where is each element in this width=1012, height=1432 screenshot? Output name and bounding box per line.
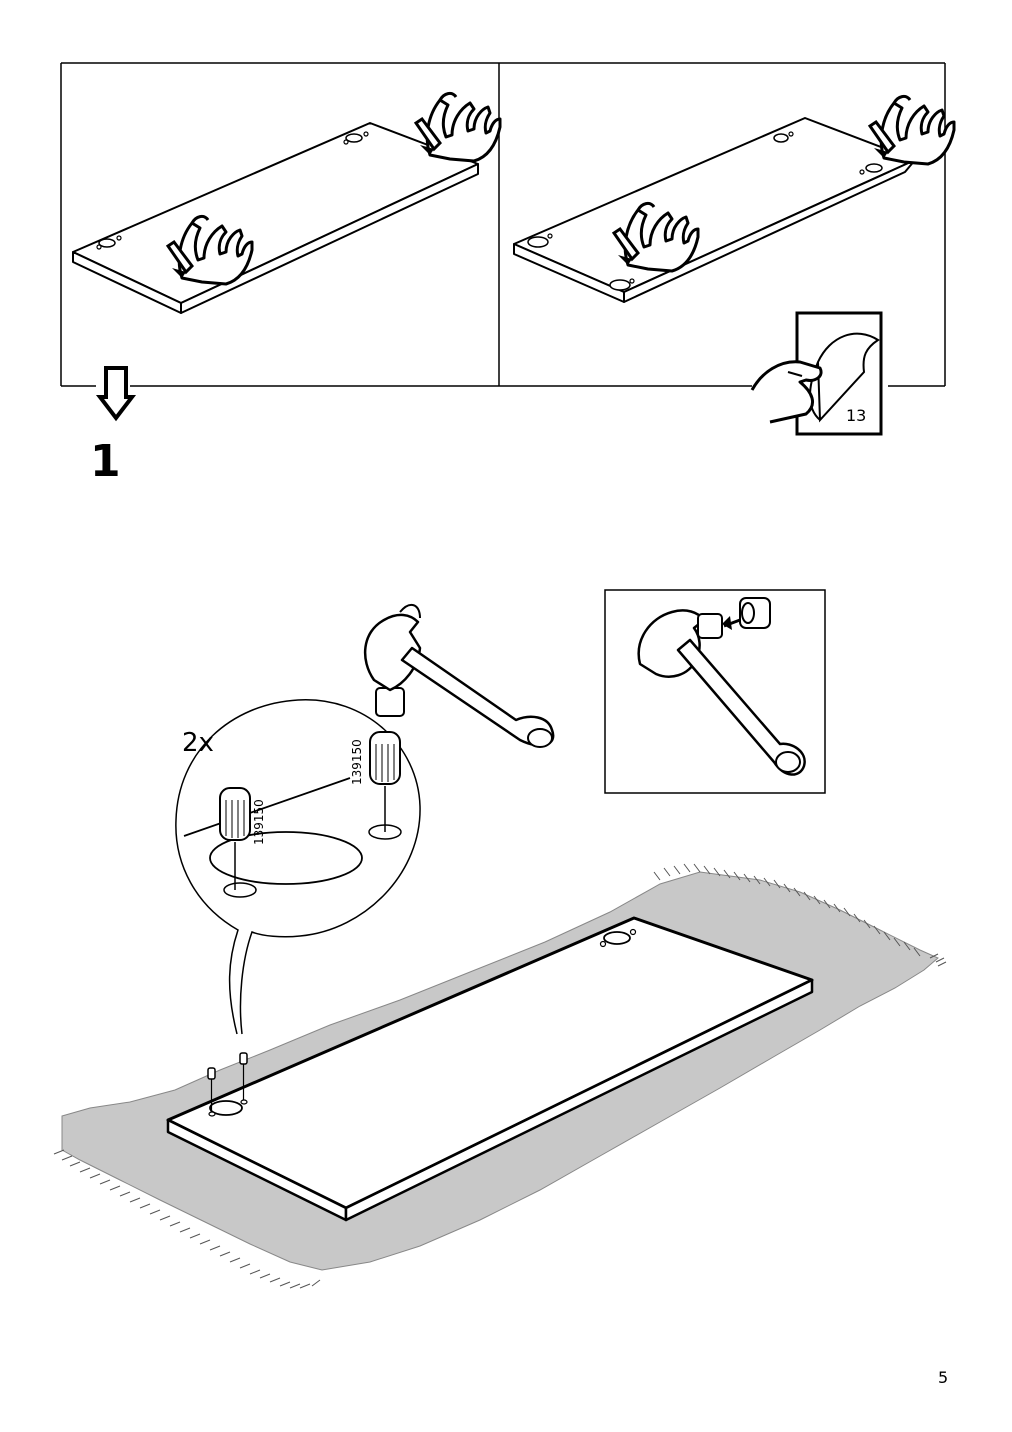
hammer-icon: [363, 603, 555, 748]
board-icon: [166, 916, 814, 1222]
pointing-hand-icon: [414, 91, 502, 163]
pointing-hand-icon: [868, 94, 956, 166]
quantity-label: 2x: [182, 728, 214, 758]
page-number: 5: [938, 1368, 949, 1387]
dowel-icon: [207, 1052, 248, 1112]
page-ref-number: 13: [846, 406, 867, 425]
right-panel-board: [513, 117, 916, 303]
step-number: 1: [90, 436, 121, 487]
part-number-right: 139150: [350, 739, 364, 785]
hammer-instruction-inset: [604, 589, 826, 794]
down-arrow-icon: [95, 366, 137, 422]
left-panel-board: [72, 122, 479, 314]
page-turn-icon: [750, 311, 883, 436]
part-number-left: 139150: [252, 799, 266, 845]
detail-callout: [175, 699, 421, 1035]
